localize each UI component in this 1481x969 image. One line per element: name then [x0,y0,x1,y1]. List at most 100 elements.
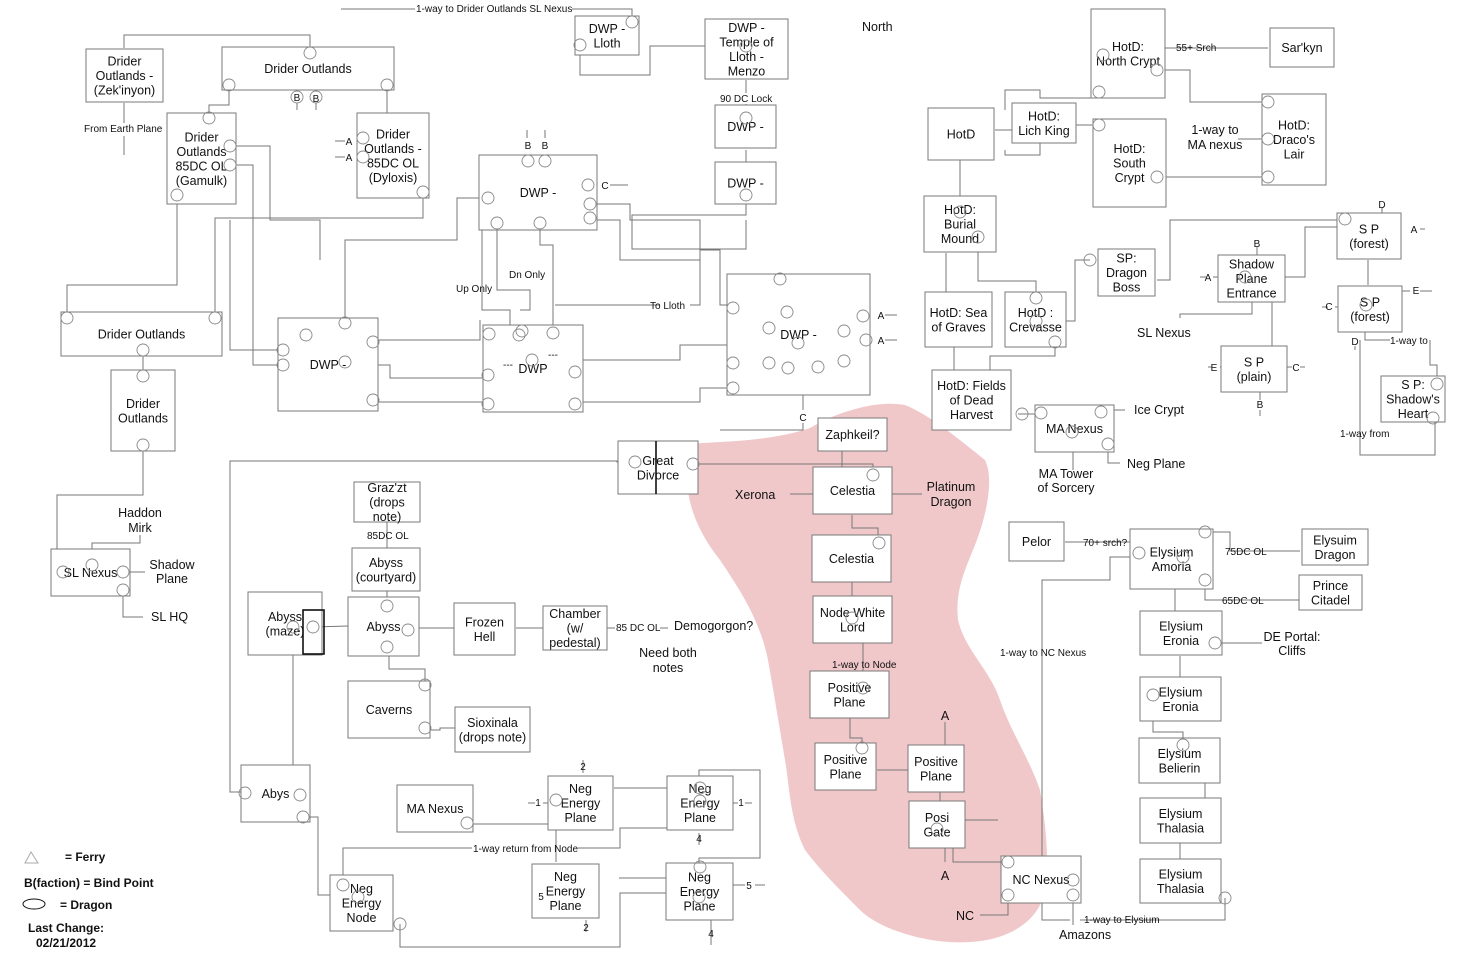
node-abyss-maze[interactable]: Abyss(maze) [247,591,323,656]
node-label: Drider [126,397,160,411]
node-drider-outlands-top[interactable]: Drider Outlands [221,46,395,91]
node-dwp-c[interactable]: DWP - [478,154,598,231]
label-ports-n5: 5 [538,892,544,903]
node-zaphkeil[interactable]: Zaphkeil? [817,417,888,452]
label-dc75: 75DC OL [1225,547,1267,558]
node-label: HotD: [944,203,976,217]
connection-port [739,111,753,125]
label-oneway_ma-1: MA nexus [1188,138,1243,152]
node-dwp-lloth[interactable]: DWP -Lloth [574,15,640,56]
connection-port [1150,170,1164,184]
node-dwp-a[interactable]: DWP - [714,104,777,149]
connection-port [60,311,74,325]
node-dwp-right[interactable]: DWP - [726,273,871,396]
node-abyss[interactable]: Abyss [347,596,420,657]
node-label: HotD: [1028,109,1060,123]
node-hotd[interactable]: HotD [927,107,995,161]
node-dwp-b[interactable]: DWP - [714,161,777,205]
label-haddon-0: Haddon [118,506,162,520]
legend-bind-point: B(faction) = Bind Point [24,876,154,890]
node-box [1097,248,1156,297]
node-label: Great [642,454,674,468]
node-sp-plain[interactable]: S P(plain) [1220,345,1288,393]
label-ice_crypt: Ice Crypt [1134,403,1185,417]
node-celestia-2[interactable]: Celestia [811,534,892,583]
connection-port [686,457,700,471]
connection-port [856,309,870,323]
node-sp-forest-1[interactable]: S P(forest) [1336,212,1402,260]
label-dc90_lock: 90 DC Lock [720,94,773,105]
node-sp-forest-2[interactable]: S P(forest) [1337,285,1403,333]
node-label: Plane [920,769,952,783]
node-hotd-crevasse[interactable]: HotD :Crevasse [1004,291,1067,348]
label-ports-n4: 4 [708,929,714,940]
node-sarkyn[interactable]: Sar'kyn [1269,27,1335,68]
node-box [809,670,890,719]
legend: = Ferry B(faction) = Bind Point = Dragon… [22,850,154,950]
label-ports-n4: 4 [696,834,702,845]
label-oneway_node: 1-way to Node [832,660,897,671]
node-label: S P [1359,222,1379,236]
node-hotd-north-crypt[interactable]: HotD:North Crypt [1090,8,1166,99]
node-ma-nexus-bottom[interactable]: MA Nexus [396,784,474,833]
node-sioxinala[interactable]: Sioxinala(drops note) [454,706,531,753]
node-chamber[interactable]: Chamber(w/pedestal) [542,605,608,651]
node-sl-nexus[interactable]: SL Nexus [50,548,131,597]
connection-port [380,640,394,654]
node-dwp-center[interactable]: DWP [482,324,584,413]
node-ma-nexus-top[interactable]: MA Nexus [1034,404,1115,453]
node-label: Lair [1284,148,1305,162]
node-celestia-1[interactable]: Celestia [812,466,893,515]
node-label: Plane [684,900,716,914]
label-ports-c: C [1325,302,1332,313]
connection-port [238,786,252,800]
node-nc-nexus[interactable]: NC Nexus [1000,855,1082,904]
node-drider-outlands-mid[interactable]: Drider Outlands [60,311,223,357]
node-hotd-lich[interactable]: HotD:Lich King [1011,102,1077,144]
node-pelor[interactable]: Pelor [1008,521,1065,562]
connection-port [299,328,313,342]
connection-port [393,917,407,931]
connection-port [380,599,394,613]
node-caverns[interactable]: Caverns [347,680,431,739]
label-amazons: Amazons [1059,928,1111,942]
connection-port [481,397,495,411]
label-ports-a: A [346,153,353,164]
node-label: Caverns [366,703,413,717]
node-dwp-left[interactable]: DWP - [277,317,379,412]
node-abyss-courtyard[interactable]: Abyss(courtyard) [351,547,421,592]
